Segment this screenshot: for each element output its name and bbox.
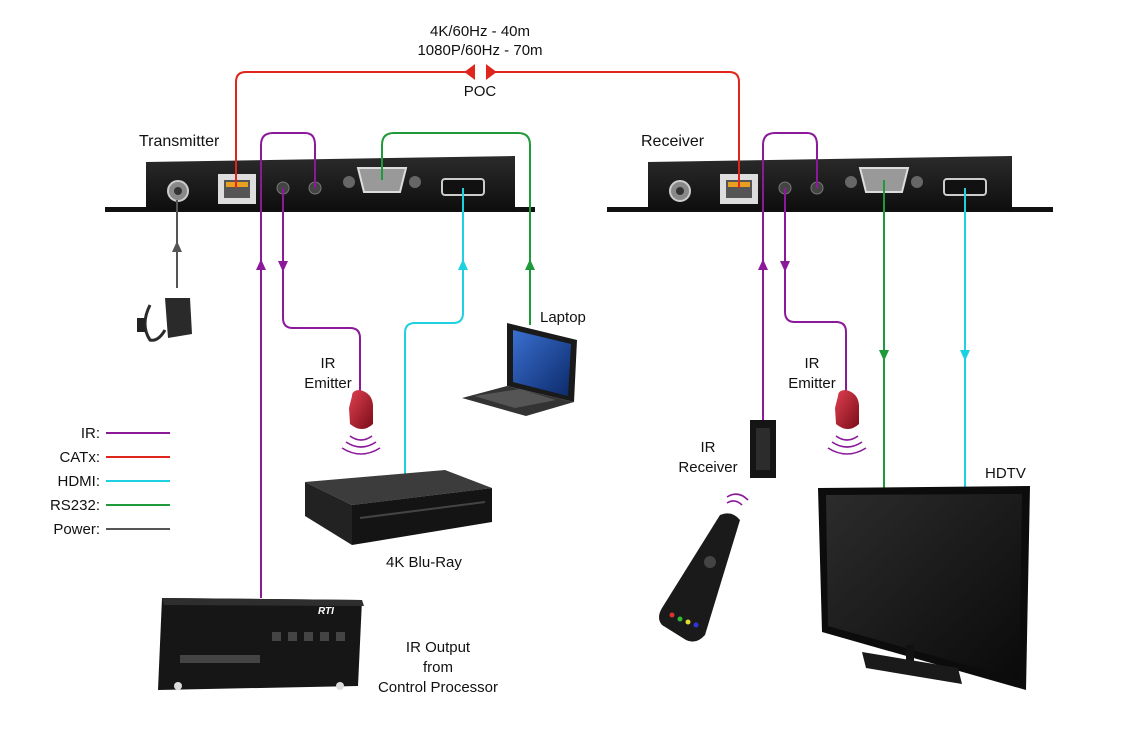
spec-line-1080p: 1080P/60Hz - 70m xyxy=(417,42,543,59)
legend-rs232: RS232: xyxy=(49,497,100,514)
rs232-cables xyxy=(381,132,889,490)
control-processor: RTI xyxy=(158,598,364,690)
ir-emitter-tx-label-1: IR xyxy=(320,355,336,372)
ir-emitter-rx xyxy=(827,390,867,455)
legend-hdmi: HDMI: xyxy=(57,473,101,490)
transmitter-label: Transmitter xyxy=(139,133,220,150)
hdmi-cables xyxy=(404,188,970,490)
transmitter-unit xyxy=(105,156,535,212)
legend-power: Power: xyxy=(53,521,100,538)
spec-line-4k: 4K/60Hz - 40m xyxy=(429,23,531,40)
control-processor-label-1: IR Output xyxy=(405,639,471,656)
ir-emitter-tx-label-2: Emitter xyxy=(304,375,352,392)
rti-logo: RTI xyxy=(318,606,334,617)
ir-emitter-tx xyxy=(341,390,381,455)
control-processor-label-3: Control Processor xyxy=(377,679,499,696)
bluray-player xyxy=(305,470,492,545)
receiver-label: Receiver xyxy=(641,133,705,150)
remote-control xyxy=(659,493,749,642)
ir-emitter-rx-label-2: Emitter xyxy=(788,375,836,392)
ir-receiver-label-1: IR xyxy=(700,439,716,456)
hdtv-label: HDTV xyxy=(985,465,1026,482)
bluray-label: 4K Blu-Ray xyxy=(386,554,462,571)
receiver-unit xyxy=(607,156,1053,212)
power-cable xyxy=(172,200,182,288)
legend-catx: CATx: xyxy=(59,449,100,466)
ir-receiver-label-2: Receiver xyxy=(678,459,738,476)
legend-lines xyxy=(106,432,170,530)
ir-receiver-device xyxy=(750,420,776,478)
control-processor-label-2: from xyxy=(423,659,453,676)
ir-cables xyxy=(256,132,847,598)
laptop-device xyxy=(462,323,577,416)
ir-emitter-rx-label-1: IR xyxy=(804,355,820,372)
poc-label: POC xyxy=(463,83,497,100)
power-adapter xyxy=(137,298,192,342)
catx-cable xyxy=(235,64,740,188)
hdtv-device xyxy=(818,486,1030,690)
legend-ir: IR: xyxy=(80,425,100,442)
laptop-label: Laptop xyxy=(540,309,586,326)
